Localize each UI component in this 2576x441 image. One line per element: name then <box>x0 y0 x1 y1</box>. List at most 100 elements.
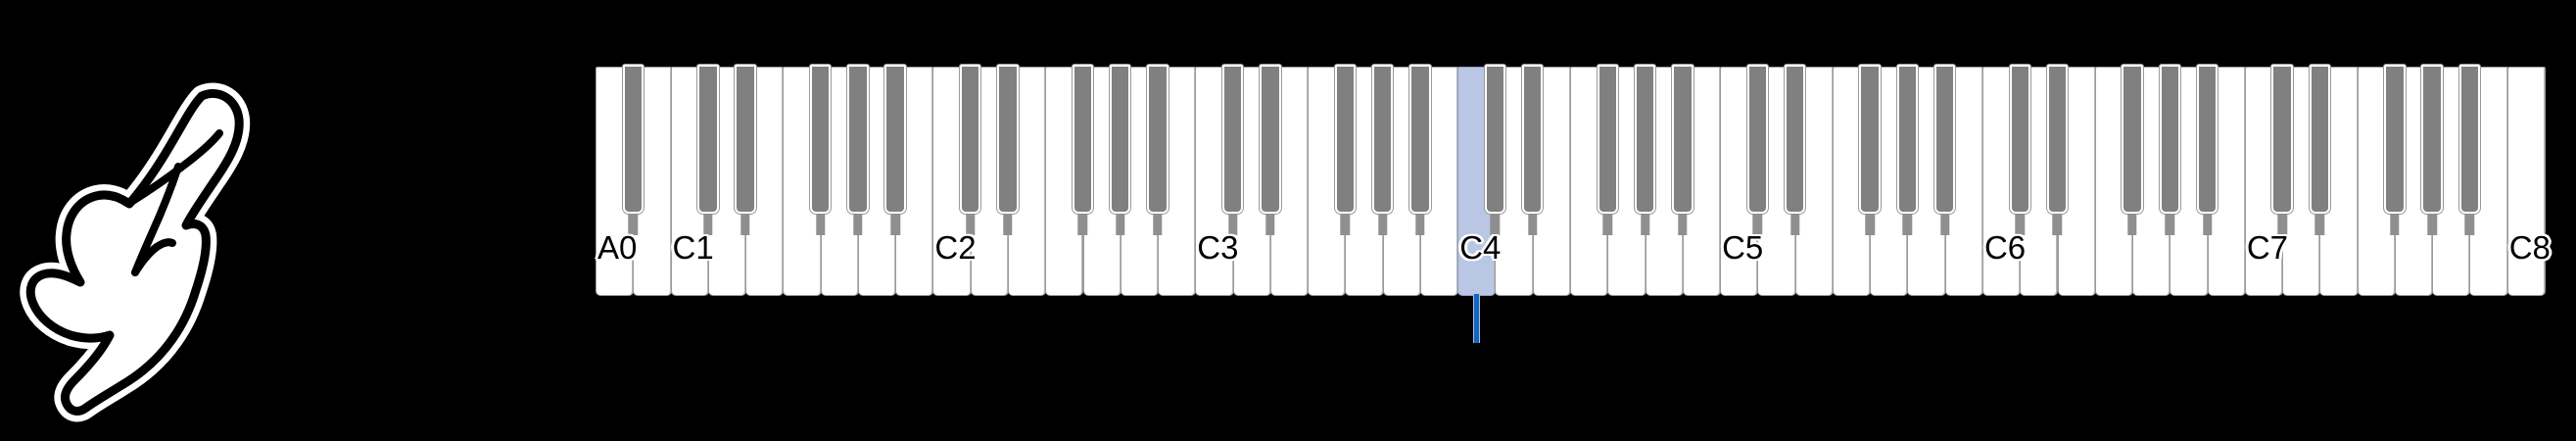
pointing-hand-icon <box>20 82 251 422</box>
black-key-F5sharp[interactable] <box>1859 65 1881 235</box>
black-key-stem <box>1415 214 1425 235</box>
black-key-F4sharp[interactable] <box>1597 65 1618 235</box>
black-key-D7sharp[interactable] <box>2309 65 2331 235</box>
black-key-body <box>2196 65 2218 214</box>
black-key-body <box>2046 65 2069 214</box>
black-key-G7sharp[interactable] <box>2421 65 2443 235</box>
key-label-A0: A0 <box>597 229 638 266</box>
black-key-body <box>735 65 756 214</box>
black-key-F3sharp[interactable] <box>1334 65 1357 235</box>
black-key-stem <box>815 214 826 235</box>
black-key-A4sharp[interactable] <box>1672 65 1693 235</box>
black-key-body <box>959 65 981 214</box>
black-key-stem <box>1527 214 1538 235</box>
black-key-A1sharp[interactable] <box>884 65 906 235</box>
black-key-D2sharp[interactable] <box>997 65 1019 235</box>
black-key-body <box>622 65 644 214</box>
black-key-F1sharp[interactable] <box>809 65 832 235</box>
black-key-stem <box>2427 214 2437 235</box>
key-label-C4: C4 <box>1459 229 1502 266</box>
black-key-A6sharp[interactable] <box>2196 65 2218 235</box>
black-key-stem <box>1265 214 1275 235</box>
black-key-stem <box>2464 214 2475 235</box>
key-label-C8: C8 <box>2508 229 2551 266</box>
black-key-G3sharp[interactable] <box>1371 65 1394 235</box>
black-key-stem <box>1490 214 1501 235</box>
key-label-C3: C3 <box>1197 229 1239 266</box>
black-key-stem <box>2277 214 2287 235</box>
black-key-A0sharp[interactable] <box>622 65 644 235</box>
black-key-stem <box>1153 214 1163 235</box>
key-label-C6: C6 <box>1983 229 2027 266</box>
black-key-body <box>1409 65 1431 214</box>
black-key-stem <box>1602 214 1612 235</box>
black-key-stem <box>2015 214 2025 235</box>
black-key-body <box>2122 65 2143 214</box>
black-key-G4sharp[interactable] <box>1634 65 1656 235</box>
black-key-D3sharp[interactable] <box>1260 65 1281 235</box>
black-key-body <box>1334 65 1357 214</box>
black-key-D5sharp[interactable] <box>1784 65 1806 235</box>
black-key-body <box>809 65 832 214</box>
black-key-stem <box>1789 214 1800 235</box>
black-key-stem <box>1640 214 1650 235</box>
white-key-C8[interactable] <box>2506 67 2546 296</box>
black-key-body <box>2384 65 2406 214</box>
black-key-body <box>1260 65 1281 214</box>
black-key-D6sharp[interactable] <box>2046 65 2069 235</box>
black-key-stem <box>965 214 976 235</box>
black-key-F2sharp[interactable] <box>1072 65 1094 235</box>
black-key-stem <box>2052 214 2063 235</box>
black-key-body <box>884 65 906 214</box>
black-key-C2sharp[interactable] <box>959 65 981 235</box>
black-key-body <box>1522 65 1544 214</box>
black-key-C6sharp[interactable] <box>2009 65 2030 235</box>
black-key-stem <box>1902 214 1913 235</box>
black-key-G1sharp[interactable] <box>847 65 869 235</box>
black-key-stem <box>2202 214 2213 235</box>
black-key-stem <box>740 214 750 235</box>
black-key-D1sharp[interactable] <box>735 65 756 235</box>
black-key-A7sharp[interactable] <box>2458 65 2481 235</box>
black-key-stem <box>1340 214 1351 235</box>
black-key-G2sharp[interactable] <box>1110 65 1131 235</box>
black-key-body <box>1072 65 1094 214</box>
key-label-C7: C7 <box>2246 229 2289 266</box>
black-key-C4sharp[interactable] <box>1484 65 1506 235</box>
black-key-stem <box>1678 214 1688 235</box>
black-key-body <box>1784 65 1806 214</box>
black-key-D4sharp[interactable] <box>1522 65 1544 235</box>
playhead-line <box>1472 294 1480 343</box>
black-key-body <box>1221 65 1244 214</box>
black-key-body <box>1896 65 1919 214</box>
key-label-C1: C1 <box>672 229 714 266</box>
black-key-body <box>2159 65 2180 214</box>
black-key-body <box>2271 65 2293 214</box>
black-key-stem <box>1116 214 1125 235</box>
black-key-C7sharp[interactable] <box>2271 65 2293 235</box>
black-key-C1sharp[interactable] <box>697 65 719 235</box>
black-key-stem <box>1003 214 1013 235</box>
black-key-stem <box>628 214 638 235</box>
black-key-F6sharp[interactable] <box>2122 65 2143 235</box>
black-key-stem <box>1939 214 1950 235</box>
black-key-body <box>1859 65 1881 214</box>
black-key-A5sharp[interactable] <box>1933 65 1956 235</box>
black-key-body <box>1110 65 1131 214</box>
black-key-stem <box>853 214 863 235</box>
pointing-hand-cursor <box>10 20 264 431</box>
black-key-C5sharp[interactable] <box>1746 65 1769 235</box>
black-key-body <box>697 65 719 214</box>
black-key-body <box>1597 65 1618 214</box>
black-key-body <box>1484 65 1506 214</box>
black-key-body <box>847 65 869 214</box>
black-key-F7sharp[interactable] <box>2384 65 2406 235</box>
black-key-C3sharp[interactable] <box>1221 65 1244 235</box>
black-key-A2sharp[interactable] <box>1147 65 1169 235</box>
black-key-A3sharp[interactable] <box>1409 65 1431 235</box>
black-key-G6sharp[interactable] <box>2159 65 2180 235</box>
black-key-body <box>1634 65 1656 214</box>
black-key-G5sharp[interactable] <box>1896 65 1919 235</box>
black-key-body <box>1933 65 1956 214</box>
